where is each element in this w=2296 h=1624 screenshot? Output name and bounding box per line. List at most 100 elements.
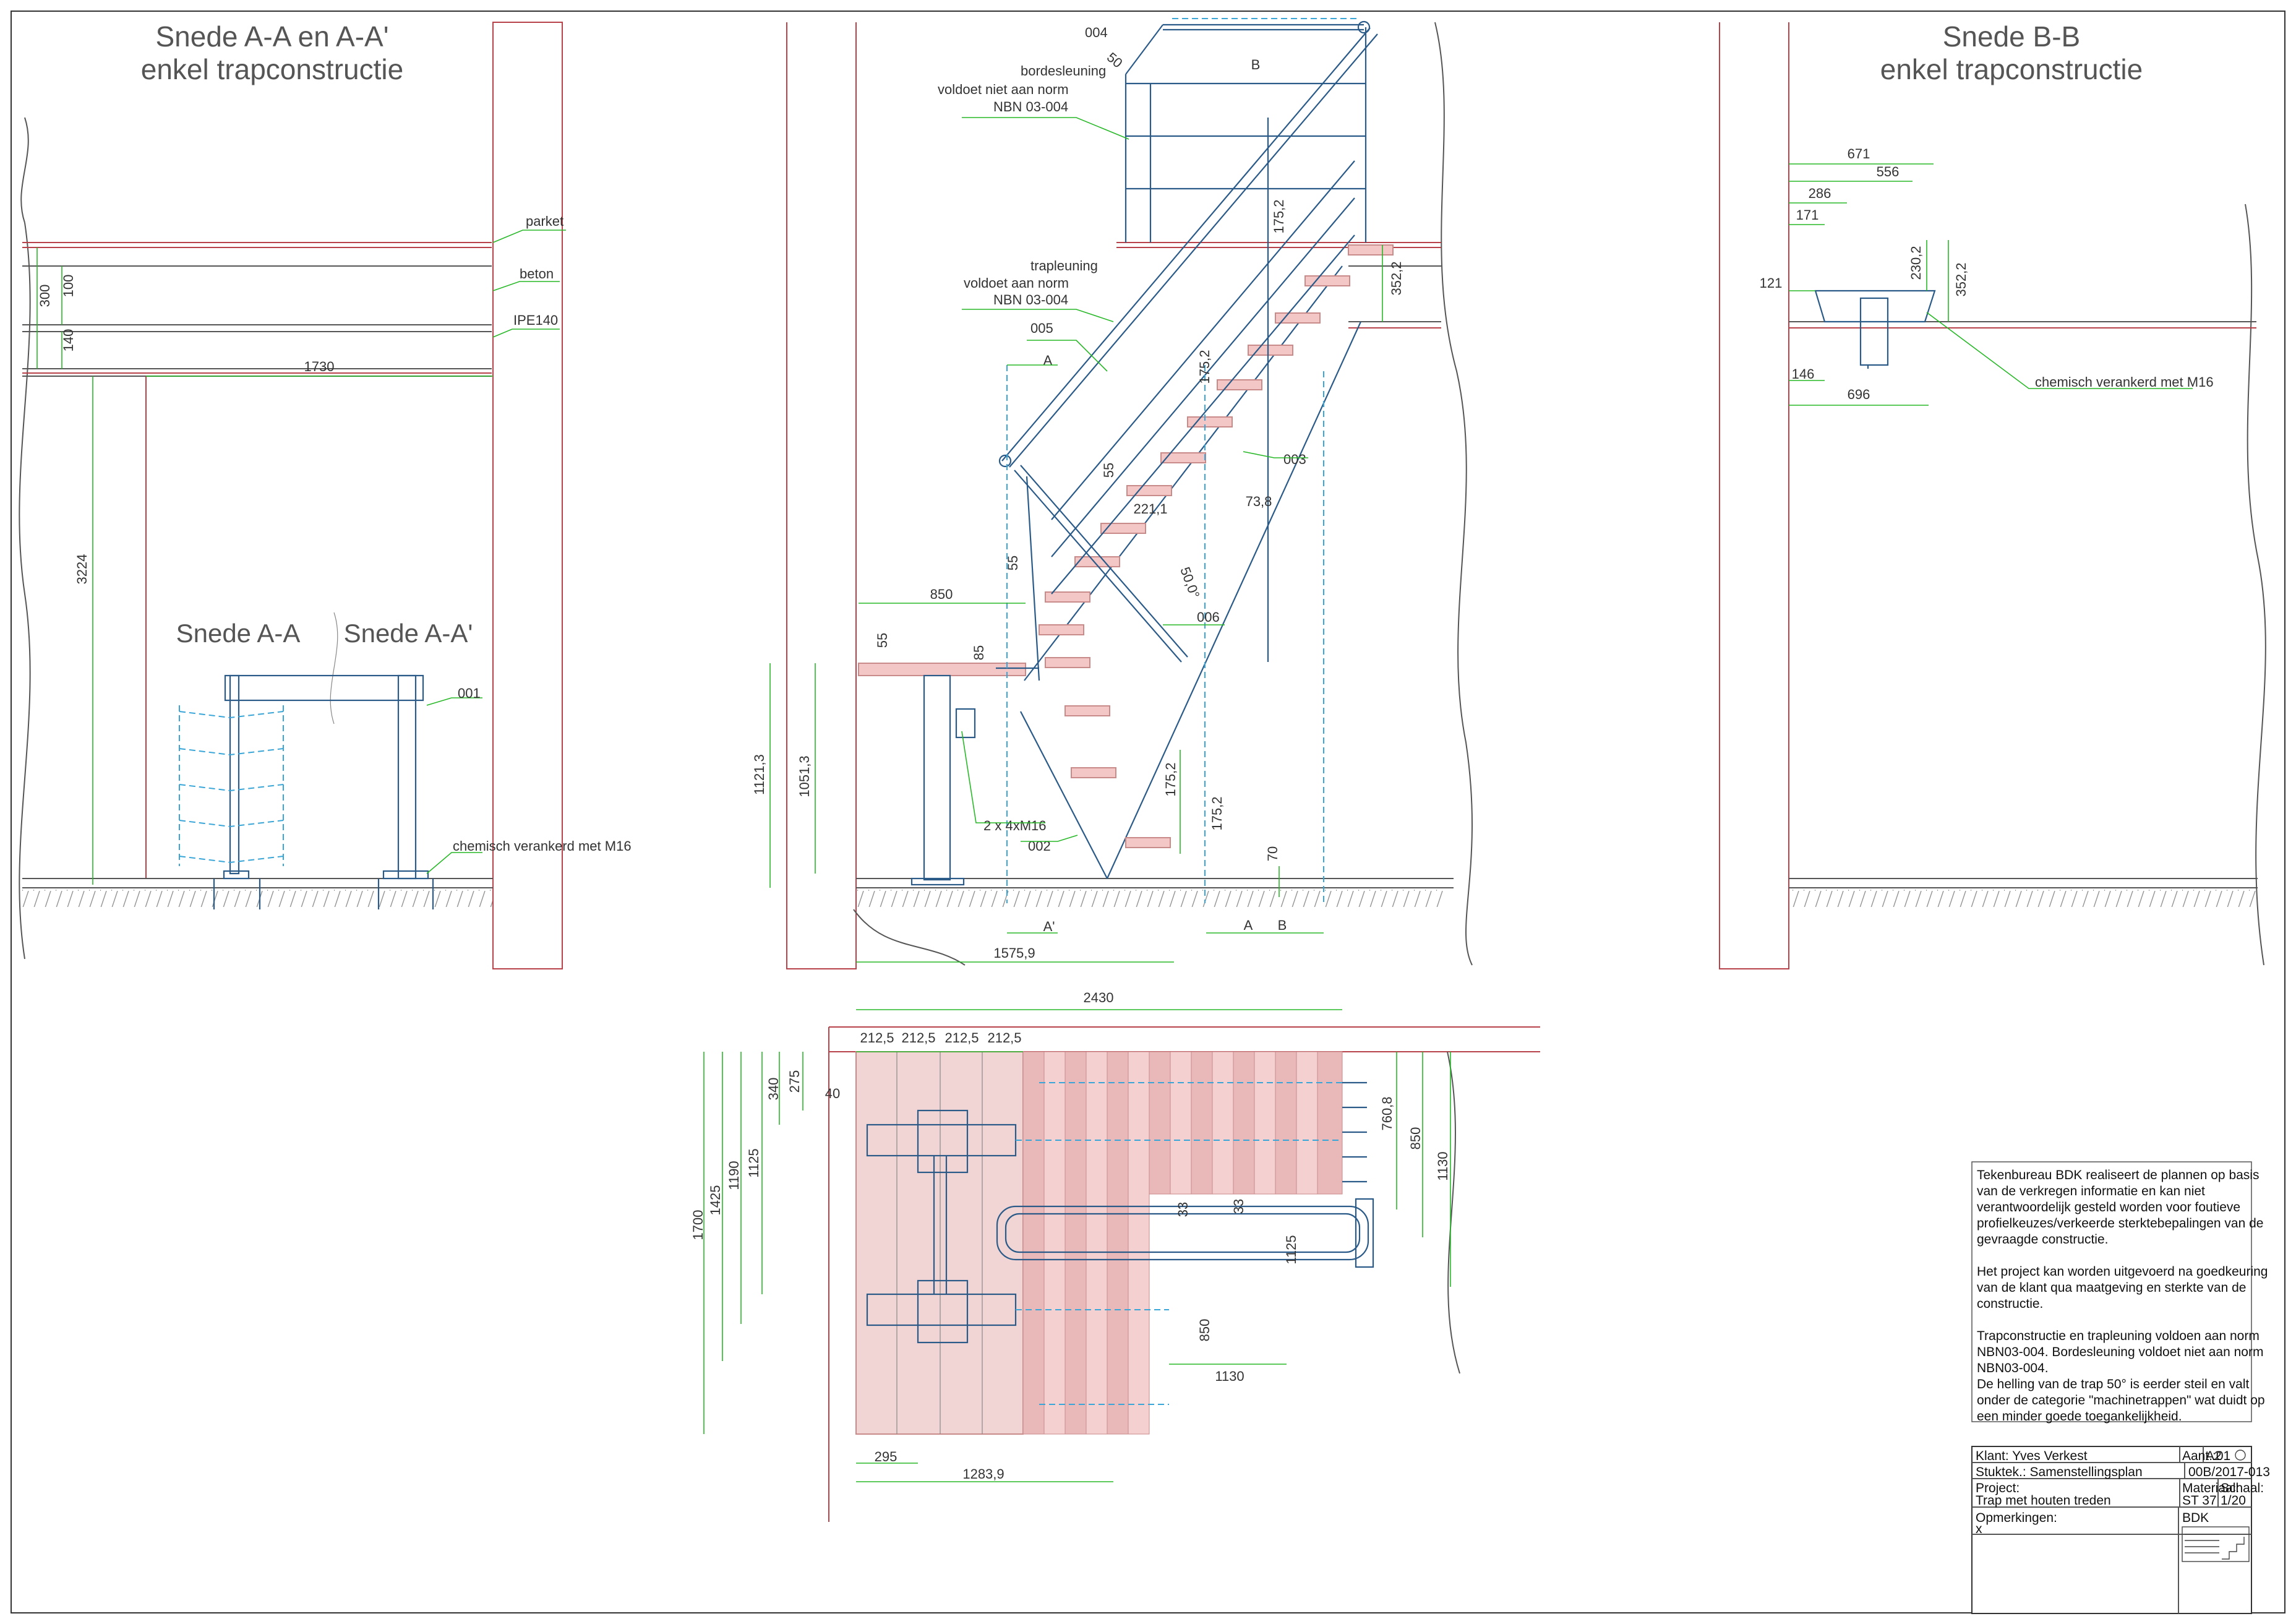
label-ipe140: IPE140 — [513, 312, 558, 328]
tb-project-value: Trap met houten treden — [1976, 1493, 2111, 1508]
section-mark-b-bottom: B — [1278, 917, 1287, 933]
label-bordes-1: bordesleuning — [1021, 63, 1106, 79]
tb-nummer: 00B/2017-013 — [2188, 1465, 2270, 1479]
label-parket: parket — [526, 213, 563, 229]
bb-dim-696: 696 — [1848, 387, 1870, 402]
section-mark-a-top: A — [1043, 353, 1053, 368]
part-004: 004 — [1085, 25, 1108, 40]
note-line-4: profielkeuzes/verkeerde sterktebepalinge… — [1977, 1216, 2263, 1231]
label-chem-aa: chemisch verankerd met M16 — [453, 838, 632, 854]
label-bolts: 2 x 4xM16 — [983, 818, 1047, 833]
note-line-6: Het project kan worden uitgevoerd na goe… — [1977, 1265, 2268, 1279]
snede-aa-prime-label: Snede A-A' — [344, 619, 473, 648]
plan-dim-1283: 1283,9 — [962, 1466, 1004, 1482]
section-aa-view: Snede A-A en A-A' enkel trapconstructie … — [19, 20, 632, 969]
bb-dim-171: 171 — [1796, 207, 1819, 223]
section-bb-view: Snede B-B enkel trapconstructie 671 556 … — [1719, 20, 2266, 969]
plan-view: 2430 212,5 212,5 212,5 212,5 340 275 40 … — [690, 990, 1540, 1522]
plan-dim-1425: 1425 — [708, 1185, 723, 1216]
plan-dim-1125-a: 1125 — [746, 1148, 761, 1177]
dim-85: 85 — [971, 645, 987, 660]
section-bb-subtitle: enkel trapconstructie — [1880, 53, 2143, 85]
plan-treads — [1022, 1051, 1343, 1435]
plan-dim-2430: 2430 — [1084, 990, 1114, 1005]
label-bordes-2: voldoet niet aan norm — [938, 82, 1069, 97]
dim-1730: 1730 — [304, 359, 335, 374]
note-line-14: een minder goede toegankelijkheid. — [1977, 1409, 2182, 1424]
plan-dim-295: 295 — [875, 1449, 897, 1464]
bb-dim-121: 121 — [1760, 275, 1783, 291]
plan-dim-1130-a: 1130 — [1435, 1151, 1450, 1180]
tb-schaal-label: Schaal: — [2221, 1481, 2264, 1495]
part-002: 002 — [1028, 838, 1051, 854]
part-003: 003 — [1283, 452, 1306, 467]
plan-dim-212-c: 212,5 — [945, 1030, 979, 1046]
plan-dim-850-a: 850 — [1408, 1127, 1423, 1150]
bb-dim-146: 146 — [1792, 366, 1815, 382]
plan-dim-1190: 1190 — [726, 1161, 742, 1190]
plan-dim-212-d: 212,5 — [987, 1030, 1021, 1046]
note-line-2: van de verkregen informatie en kan niet — [1977, 1184, 2205, 1198]
dim-221: 221,1 — [1133, 501, 1167, 517]
dim-352-a: 352,2 — [1389, 261, 1404, 295]
note-line-8: constructie. — [1977, 1297, 2043, 1311]
dim-1121: 1121,3 — [752, 754, 767, 795]
dim-50: 50 — [1104, 49, 1126, 71]
dim-100: 100 — [61, 275, 76, 298]
note-line-11: NBN03-004. — [1977, 1361, 2049, 1375]
note-line-13: onder de categorie "machinetrappen" wat … — [1977, 1393, 2265, 1407]
tb-materiaal-value: ST 37 — [2182, 1493, 2217, 1508]
plan-dim-275: 275 — [787, 1070, 802, 1093]
plan-dim-340: 340 — [766, 1078, 781, 1101]
note-line-9: Trapconstructie en trapleuning voldoen a… — [1977, 1329, 2260, 1343]
section-mark-b-top: B — [1251, 57, 1261, 72]
dim-175-d: 175,2 — [1271, 199, 1287, 233]
break-line-left-top — [20, 117, 29, 223]
section-bb-title: Snede B-B — [1943, 20, 2080, 53]
bb-dim-671: 671 — [1848, 146, 1870, 161]
bb-dim-352: 352,2 — [1953, 262, 1969, 296]
section-mark-a-bottom: A — [1244, 917, 1253, 933]
plan-dim-1130-b: 1130 — [1215, 1368, 1244, 1384]
section-aa-assembly — [179, 674, 434, 909]
part-006: 006 — [1197, 609, 1220, 625]
dim-55-a: 55 — [875, 633, 890, 648]
plan-dim-760: 760,8 — [1379, 1096, 1395, 1130]
company-logo-icon — [2182, 1526, 2250, 1562]
section-aa-subtitle: enkel trapconstructie — [141, 53, 403, 85]
bb-dim-556: 556 — [1877, 164, 1900, 179]
dim-70: 70 — [1265, 846, 1280, 861]
tb-opmerkingen-label: Opmerkingen: — [1976, 1511, 2057, 1525]
tb-aant: Aant.:01 — [2182, 1449, 2230, 1463]
dim-1051: 1051,3 — [797, 755, 812, 797]
dim-175-a: 175,2 — [1163, 762, 1178, 796]
label-bordes-3: NBN 03-004 — [993, 99, 1068, 114]
label-chem-bb: chemisch verankerd met M16 — [2035, 374, 2214, 390]
plan-dim-212-b: 212,5 — [901, 1030, 935, 1046]
plan-dim-33-a: 33 — [1175, 1202, 1191, 1217]
label-beton: beton — [520, 266, 554, 281]
note-line-10: NBN03-004. Bordesleuning voldoet niet aa… — [1977, 1345, 2263, 1359]
tb-stuktek: Stuktek.: Samenstellingsplan — [1976, 1465, 2143, 1479]
dim-140: 140 — [61, 329, 76, 352]
title-block: Klant: Yves Verkest Aant.:01 A2 Stuktek.… — [1971, 1446, 2270, 1614]
tb-schaal-value: 1/20 — [2221, 1493, 2246, 1508]
dim-175-b: 175,2 — [1209, 796, 1225, 830]
break-line-left — [19, 222, 31, 960]
plan-dim-1700: 1700 — [690, 1210, 706, 1240]
dim-55-b: 55 — [1101, 463, 1116, 478]
dim-300: 300 — [37, 285, 53, 307]
note-line-7: van de klant qua maatgeving en sterkte v… — [1977, 1281, 2246, 1295]
dim-850: 850 — [930, 586, 953, 602]
snede-aa-label: Snede A-A — [176, 619, 301, 648]
section-aa-title: Snede A-A en A-A' — [155, 20, 388, 53]
plan-dim-1125-b: 1125 — [1283, 1235, 1299, 1264]
bb-dim-230: 230,2 — [1908, 246, 1924, 280]
tb-materiaal-label: Materiaal: — [2182, 1481, 2239, 1495]
bb-dim-286: 286 — [1809, 186, 1831, 201]
plan-dim-40: 40 — [825, 1086, 840, 1101]
dim-175-c: 175,2 — [1197, 350, 1212, 384]
part-001: 001 — [458, 685, 481, 701]
tb-klant: Klant: Yves Verkest — [1976, 1449, 2088, 1463]
